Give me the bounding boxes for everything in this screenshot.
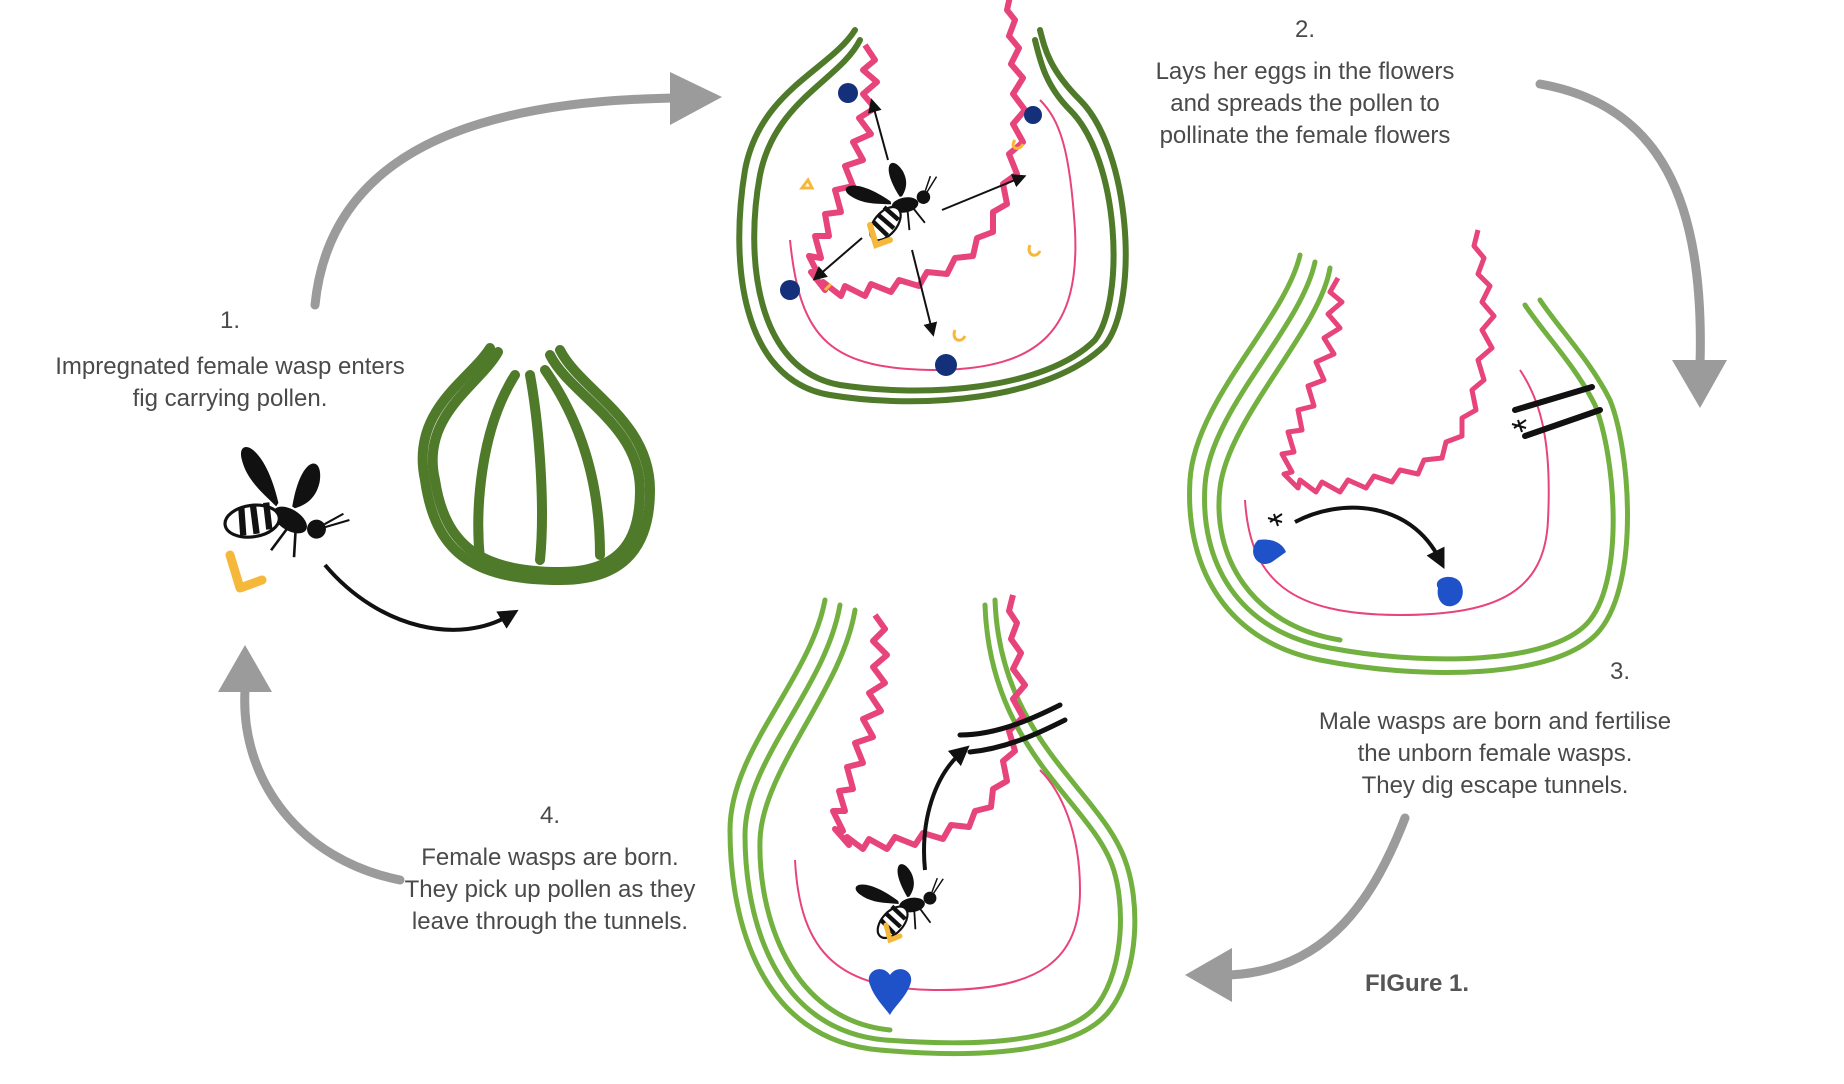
- exit-arrow: [922, 745, 970, 871]
- step-3-text-line-3: They dig escape tunnels.: [1361, 772, 1629, 799]
- laying-arrows: [812, 98, 1027, 337]
- flower-base-line: [789, 99, 1077, 372]
- flower-lining: [806, 0, 1028, 299]
- step-1-text-line-1: Impregnated female wasp enters: [55, 353, 405, 380]
- flower-lining: [830, 594, 1028, 852]
- flower-base-line: [1244, 369, 1550, 617]
- step-2-text-line-1: Lays her eggs in the flowers: [1155, 58, 1455, 85]
- egg-icon: [1024, 106, 1042, 124]
- fertilise-arrow: [1294, 505, 1445, 569]
- egg-icon: [780, 280, 800, 300]
- flower-base-line: [794, 769, 1082, 992]
- step-4-text-line-1: Female wasps are born.: [421, 844, 679, 871]
- step-1-illustration: [197, 343, 656, 632]
- egg-icon: [1253, 539, 1286, 564]
- cycle-arrow-4-to-1-head: [218, 645, 272, 692]
- cycle-arrow-3-to-4: [1225, 813, 1410, 980]
- enter-arrow: [323, 563, 519, 632]
- fig-wall: [727, 597, 1138, 1057]
- cycle-arrow-4-to-1: [240, 685, 405, 885]
- step-3-text-line-2: the unborn female wasps.: [1357, 740, 1633, 767]
- wasp-icon: [853, 859, 951, 947]
- tunnel-icon: [957, 702, 1068, 755]
- step-2-text-line-2: and spreads the pollen to: [1170, 90, 1440, 117]
- cycle-arrow-1-to-2-head: [670, 72, 722, 125]
- step-4-text-line-3: leave through the tunnels.: [411, 908, 689, 935]
- cycle-arrows: [218, 72, 1727, 1002]
- pollen-icon: [883, 922, 903, 944]
- cycle-arrow-2-to-3: [1535, 79, 1705, 370]
- egg-icon: [1436, 576, 1463, 607]
- step-1-number: 1.: [219, 307, 240, 334]
- pollen-icon: [867, 222, 893, 249]
- pollen-icon: [225, 550, 267, 593]
- egg-icon: [868, 969, 912, 1015]
- wasp-icon: [842, 156, 946, 251]
- step-3-text-line-1: Male wasps are born and fertilise: [1318, 708, 1672, 735]
- egg-icon: [838, 83, 858, 103]
- tunnel-icon: [1512, 384, 1603, 439]
- step-2-number: 2.: [1294, 16, 1315, 43]
- step-3-number-label: 3.: [1560, 656, 1680, 688]
- step-3-label: Male wasps are born and fertilise the un…: [1275, 706, 1715, 802]
- cycle-arrow-2-to-3-head: [1672, 360, 1727, 408]
- fig-wall: [1187, 252, 1630, 675]
- cycle-arrow-3-to-4-head: [1185, 948, 1232, 1002]
- step-4-label: 4. Female wasps are born. They pick up p…: [345, 800, 755, 938]
- step-3-number: 3.: [1609, 658, 1630, 685]
- flower-lining: [1279, 229, 1497, 495]
- step-2-illustration: [736, 0, 1129, 405]
- egg-icon: [935, 354, 957, 376]
- step-2-label: 2. Lays her eggs in the flowers and spre…: [1105, 14, 1505, 152]
- step-1-label: 1. Impregnated female wasp enters fig ca…: [20, 305, 440, 415]
- cycle-arrow-1-to-2: [310, 93, 685, 310]
- step-4-text-line-2: They pick up pollen as they: [404, 876, 696, 903]
- pollen-icon: [799, 139, 1042, 342]
- step-1-text-line-2: fig carrying pollen.: [132, 385, 328, 412]
- fig-icon: [417, 343, 656, 586]
- step-4-illustration: [727, 594, 1138, 1057]
- wasp-icon: [1267, 419, 1527, 527]
- step-4-number: 4.: [539, 802, 560, 829]
- figure-caption: FIGure 1.: [1365, 970, 1470, 997]
- step-3-illustration: [1187, 229, 1630, 675]
- step-2-text-line-3: pollinate the female flowers: [1159, 122, 1451, 149]
- fig-wall: [736, 27, 1129, 405]
- wasp-icon: [197, 427, 365, 590]
